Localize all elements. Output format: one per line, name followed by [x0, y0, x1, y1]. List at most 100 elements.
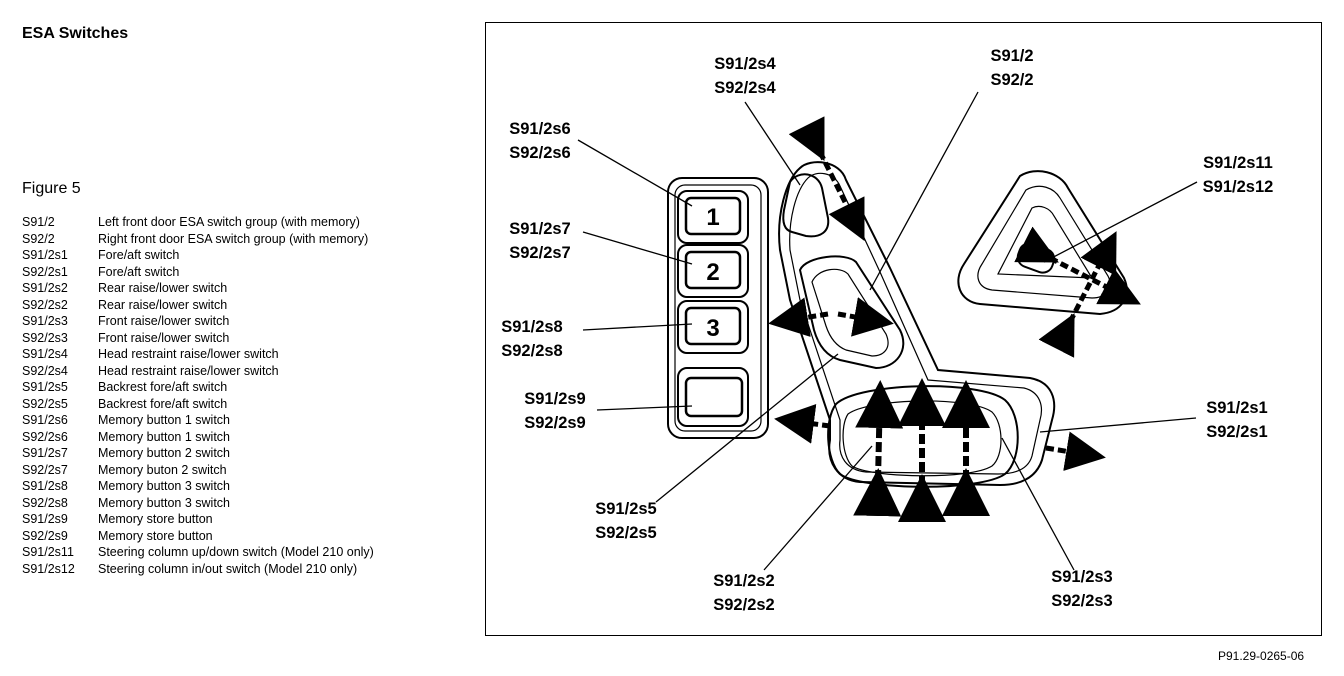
seat-rear-raise-arrow-icon	[853, 380, 904, 517]
legend-description: Memory button 3 switch	[98, 479, 230, 493]
legend-description: Head restraint raise/lower switch	[98, 347, 279, 361]
legend-description: Memory button 2 switch	[98, 446, 230, 460]
legend-code: S92/2s1	[22, 264, 68, 279]
legend-description: Front raise/lower switch	[98, 314, 230, 328]
callout-s4-line2: S92/2s4	[714, 79, 776, 97]
callout-s6-line1: S91/2s6	[509, 120, 570, 138]
legend-code: S91/2s1	[22, 248, 68, 262]
legend-description: Head restraint raise/lower switch	[98, 363, 279, 378]
legend-row: S91/2s7 Memory button 2 switch	[22, 445, 374, 462]
legend-description: Front raise/lower switch	[98, 330, 230, 345]
legend-code: S92/2s3	[22, 330, 68, 345]
legend-code: S92/2s4	[22, 363, 68, 378]
diagram-frame	[485, 22, 1322, 636]
legend-code: S91/2s6	[22, 413, 68, 427]
legend-row: S91/2s12 Steering column in/out switch (M…	[22, 561, 374, 578]
legend-row: S91/2s4 Head restraint raise/lower switch	[22, 346, 374, 363]
legend-description: Memory buton 2 switch	[98, 462, 227, 477]
legend-description: Memory button 1 switch	[98, 413, 230, 427]
legend-description: Memory store button	[98, 512, 213, 526]
legend-row: S91/2s9 Memory store button	[22, 511, 374, 528]
legend-description: Right front door ESA switch group (with …	[98, 231, 369, 246]
legend-code: S91/2s2	[22, 281, 68, 295]
callout-s3-line1: S91/2s3	[1051, 568, 1112, 586]
memory-button-panel	[667, 177, 769, 439]
legend-code: S92/2	[22, 231, 55, 246]
legend-row: S91/2s6 Memory button 1 switch	[22, 412, 374, 429]
legend-code: S92/2s5	[22, 396, 68, 411]
legend-code: S92/2s8	[22, 495, 68, 510]
callout-s1-line1: S91/2s1	[1206, 399, 1267, 417]
backrest-right-arrow-icon	[837, 297, 894, 337]
legend-description: Steering column up/down switch (Model 21…	[98, 545, 374, 559]
legend-row: S91/2s11 Steering column up/down switch (…	[22, 544, 374, 561]
callout-s8-line1: S91/2s8	[501, 318, 562, 336]
head-restraint-arrow-icon	[788, 116, 865, 241]
callout-s2-line1: S91/2s2	[713, 572, 774, 590]
legend-description: Backrest fore/aft switch	[98, 396, 228, 411]
steering-column-switch[interactable]	[957, 170, 1128, 316]
callout-s7-line1: S91/2s7	[509, 220, 570, 238]
callout-s9-line2: S92/2s9	[524, 414, 585, 432]
callout-s5-line1: S91/2s5	[595, 500, 656, 518]
legend-row: S92/2s4 Head restraint raise/lower switch	[22, 363, 374, 380]
seat-forward-arrow-icon	[1045, 431, 1106, 472]
memory-button-3-label: 3	[706, 315, 719, 342]
legend-code: S92/2s9	[22, 528, 68, 543]
backrest-switch[interactable]	[798, 255, 905, 370]
legend-row: S92/2 Right front door ESA switch group (…	[22, 231, 374, 248]
legend-list: S91/2 Left front door ESA switch group (w…	[22, 214, 374, 577]
legend-row: S92/2s3 Front raise/lower switch	[22, 330, 374, 347]
legend-description: Steering column in/out switch (Model 210…	[98, 561, 358, 576]
legend-code: S91/2	[22, 215, 55, 229]
legend-description: Rear raise/lower switch	[98, 281, 228, 295]
steering-vertical-arrow-icon	[1038, 231, 1117, 358]
legend-row: S91/2s1 Fore/aft switch	[22, 247, 374, 264]
legend-code: S91/2s5	[22, 380, 68, 394]
legend-code: S91/2s7	[22, 446, 68, 460]
legend-description: Rear raise/lower switch	[98, 297, 228, 312]
legend-row: S92/2s8 Memory button 3 switch	[22, 495, 374, 512]
legend-row: S92/2s5 Backrest fore/aft switch	[22, 396, 374, 413]
callout-s3-line2: S92/2s3	[1051, 592, 1112, 610]
memory-button-1[interactable]	[677, 190, 749, 244]
legend-row: S91/2s3 Front raise/lower switch	[22, 313, 374, 330]
legend-row: S91/2s2 Rear raise/lower switch	[22, 280, 374, 297]
legend-description: Fore/aft switch	[98, 248, 180, 262]
leader-lines	[577, 91, 1198, 571]
memory-button-1-label: 1	[706, 204, 719, 231]
legend-code: S91/2s9	[22, 512, 68, 526]
seat-switch-outline	[778, 161, 1056, 487]
callout-s4-line1: S91/2s4	[714, 55, 776, 73]
legend-description: Memory button 1 switch	[98, 429, 230, 444]
legend-row: S91/2 Left front door ESA switch group (w…	[22, 214, 374, 231]
memory-button-2[interactable]	[677, 244, 749, 298]
seat-back-arrow-icon	[774, 404, 831, 444]
legend-description: Left front door ESA switch group (with m…	[98, 215, 360, 229]
legend-row: S92/2s2 Rear raise/lower switch	[22, 297, 374, 314]
callout-s1-line2: S92/2s1	[1206, 423, 1267, 441]
callout-group-line1: S91/2	[990, 47, 1033, 65]
figure-label: Figure 5	[22, 180, 81, 197]
callout-s2-line2: S92/2s2	[713, 596, 774, 614]
page-title: ESA Switches	[22, 25, 129, 42]
memory-button-3[interactable]	[677, 300, 749, 354]
legend-code: S91/2s12	[22, 561, 75, 576]
memory-button-2-label: 2	[706, 259, 719, 286]
legend-code: S91/2s3	[22, 314, 68, 328]
legend-description: Memory button 3 switch	[98, 495, 230, 510]
callout-s9-line1: S91/2s9	[524, 390, 585, 408]
legend-code: S91/2s4	[22, 347, 68, 361]
legend-code: S91/2s11	[22, 545, 74, 559]
memory-store-button[interactable]	[677, 367, 749, 427]
figure-reference-number: P91.29-0265-06	[1218, 649, 1305, 663]
legend-code: S92/2s2	[22, 297, 68, 312]
callout-s11-line1: S91/2s11	[1203, 154, 1273, 172]
